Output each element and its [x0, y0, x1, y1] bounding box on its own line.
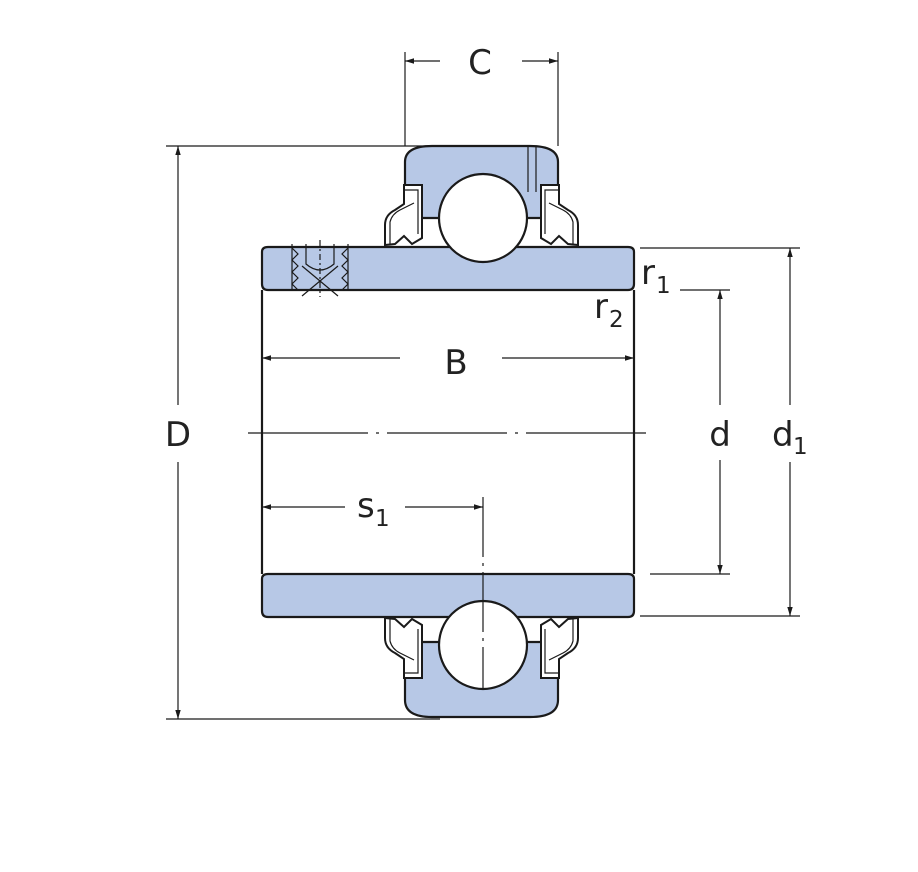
seal-bottom-left [384, 616, 423, 679]
ball-top [437, 172, 529, 264]
inner-ring-bottom [260, 572, 636, 619]
svg-text:1: 1 [656, 273, 671, 299]
svg-text:d: d [772, 415, 794, 455]
label-r1: r 1 [641, 253, 671, 299]
svg-text:2: 2 [609, 307, 624, 333]
seal-bottom-right [540, 616, 579, 679]
svg-text:r: r [641, 253, 655, 293]
label-r2: r 2 [594, 287, 624, 333]
label-s1: s 1 [357, 486, 390, 532]
label-d1: d 1 [772, 415, 808, 460]
seal-top-left [384, 184, 423, 247]
svg-text:s: s [357, 486, 375, 526]
svg-text:1: 1 [793, 434, 808, 460]
label-B: B [444, 343, 467, 383]
seal-top-right [540, 184, 579, 247]
set-screw [291, 240, 349, 297]
inner-ring-top [260, 245, 636, 292]
svg-text:r: r [594, 287, 608, 327]
label-d: d [709, 415, 731, 455]
label-D: D [165, 415, 191, 455]
svg-text:1: 1 [375, 506, 390, 532]
label-C: C [468, 43, 492, 83]
